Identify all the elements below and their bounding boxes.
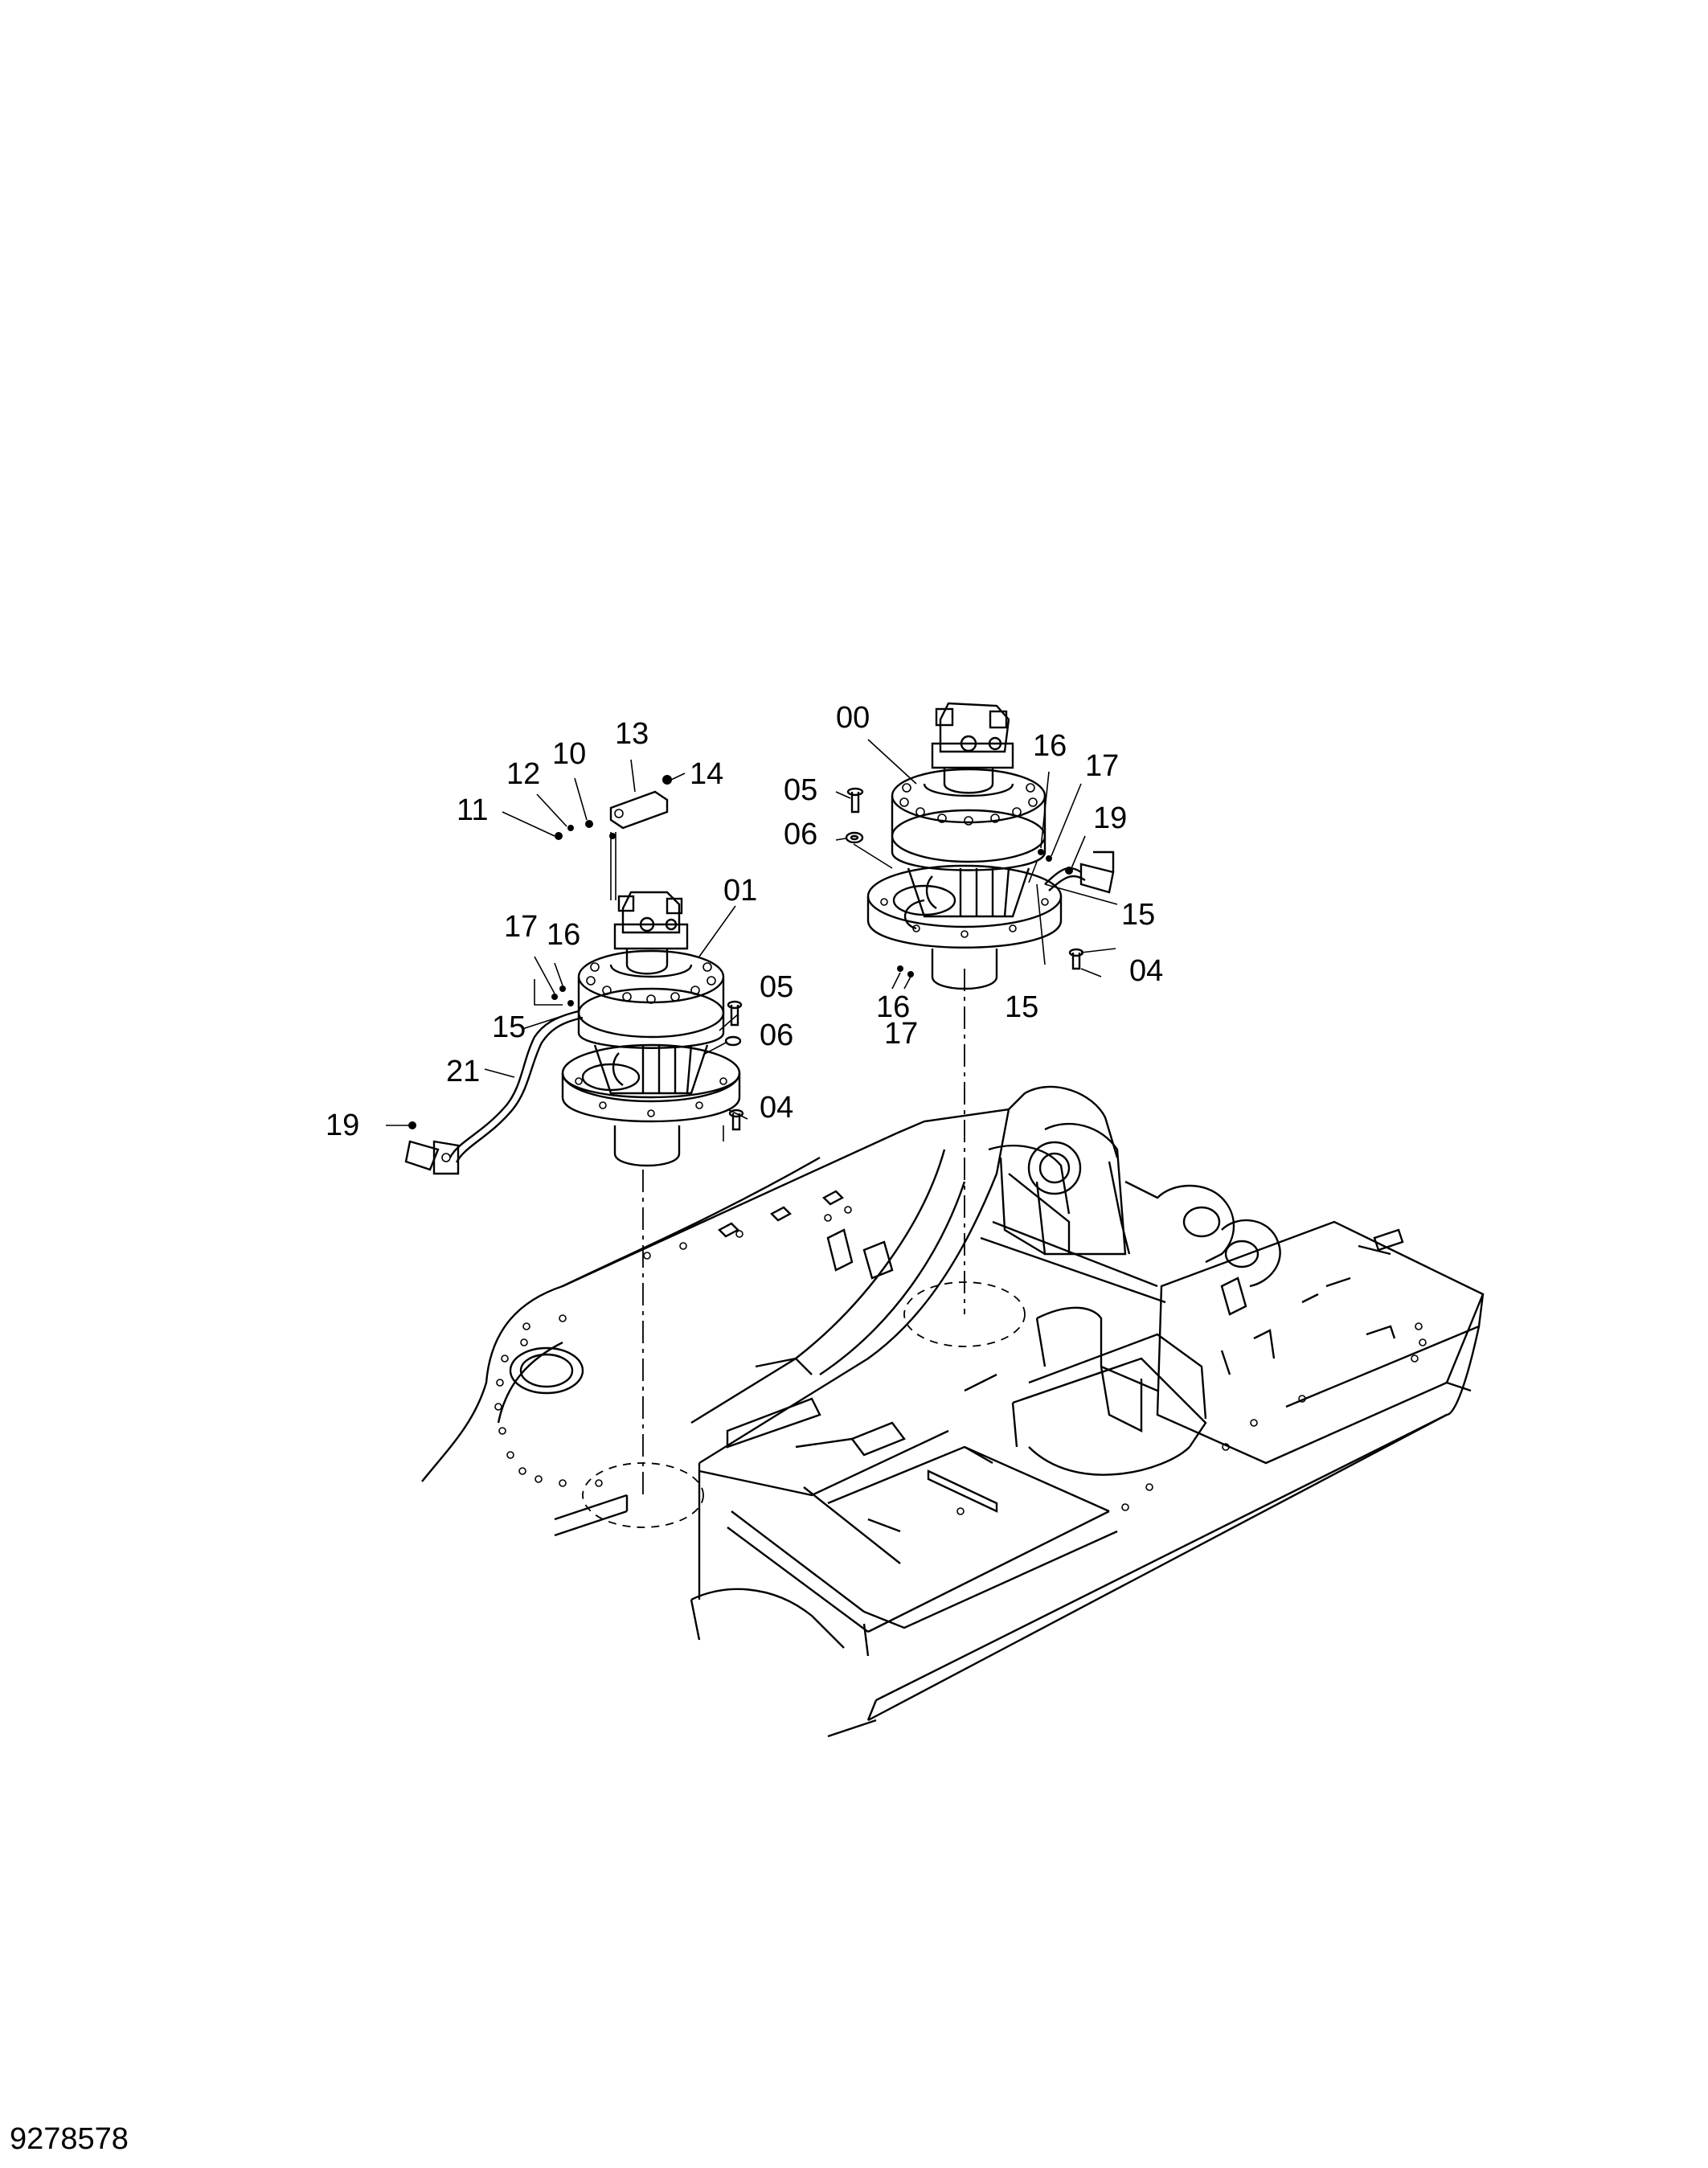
upper-frame xyxy=(421,1085,1485,1738)
swing-motor-right xyxy=(866,702,1115,990)
callout-05-right: 05 xyxy=(784,773,817,807)
callout-16-right-lower: 16 xyxy=(876,990,910,1024)
callout-14: 14 xyxy=(690,757,723,791)
callout-04-right: 04 xyxy=(1129,954,1163,988)
callout-00: 00 xyxy=(836,701,870,735)
callout-17-right: 17 xyxy=(1085,749,1119,783)
hardware-left-side xyxy=(551,986,744,1131)
callout-17-left: 17 xyxy=(504,910,538,944)
callout-19-right: 19 xyxy=(1093,801,1127,835)
callout-05-left: 05 xyxy=(760,970,793,1004)
hardware-left-top xyxy=(555,775,672,840)
callout-15-right-upper: 15 xyxy=(1121,898,1155,932)
callout-19-left: 19 xyxy=(326,1109,359,1142)
callout-10: 10 xyxy=(552,737,586,771)
bolt-holes-left xyxy=(494,1206,852,1487)
hardware-right xyxy=(845,787,1084,977)
callout-16-left: 16 xyxy=(547,918,580,952)
callout-04-left: 04 xyxy=(760,1091,793,1125)
mounting-outlines xyxy=(582,969,1026,1528)
callout-06-left: 06 xyxy=(760,1018,793,1052)
bolt-holes-right xyxy=(956,1322,1427,1515)
callout-15-right-lower: 15 xyxy=(1005,990,1038,1024)
cover-plate xyxy=(509,1346,584,1395)
callout-13: 13 xyxy=(615,717,649,751)
callout-labels: 00 01 04 04 05 05 06 06 10 11 12 13 14 1… xyxy=(326,701,1163,1142)
flange-bolts-left xyxy=(586,962,716,1004)
leader-lines xyxy=(386,739,1118,1141)
callout-06-right: 06 xyxy=(784,818,817,851)
bracket-13 xyxy=(609,790,669,900)
flange-bolts-right xyxy=(899,783,1038,826)
callout-17-right-lower: 17 xyxy=(884,1017,918,1051)
hose-21 xyxy=(404,1010,584,1175)
callout-11: 11 xyxy=(457,793,488,827)
swing-motor-left xyxy=(561,891,741,1167)
callout-15-left: 15 xyxy=(492,1010,526,1044)
callout-12: 12 xyxy=(506,757,540,791)
callout-16-right: 16 xyxy=(1033,729,1067,763)
callout-21: 21 xyxy=(446,1055,480,1088)
document-number: 9278578 xyxy=(10,2122,129,2156)
callout-01: 01 xyxy=(723,874,757,908)
